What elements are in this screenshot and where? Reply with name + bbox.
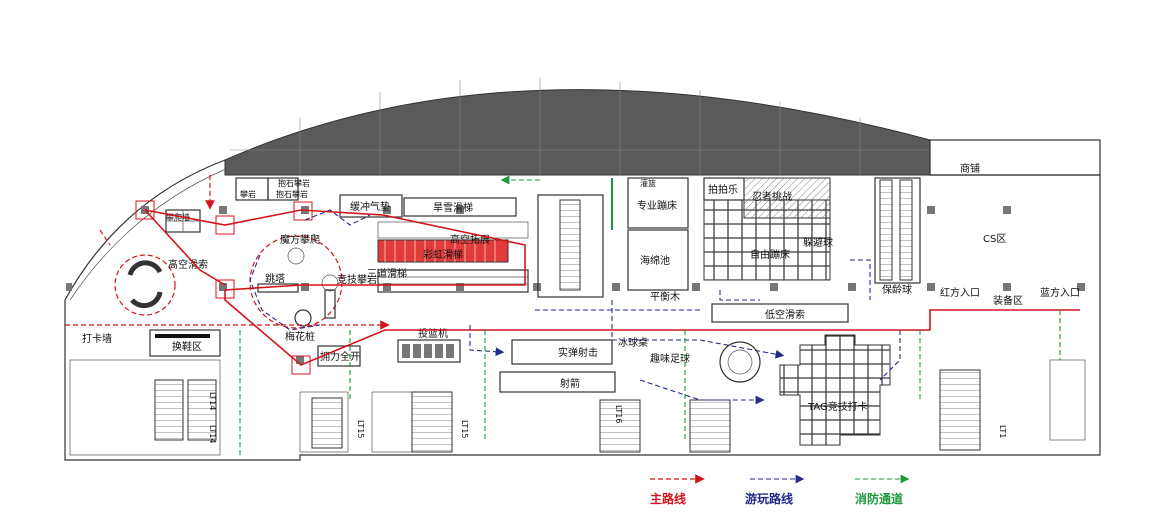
- tramp-strip-stairs: [559, 199, 581, 291]
- label-hall-mirror: 高空拓展: [450, 233, 490, 246]
- stair-3: [311, 397, 343, 449]
- stair-room-6: [1049, 359, 1086, 441]
- rainbow-slide-box: [377, 239, 509, 263]
- label-free-tramp: 自由蹦床: [750, 248, 790, 261]
- label-magic-door: 魔方攀爬: [280, 233, 320, 246]
- label-cushion: 缓冲气垫: [350, 200, 390, 213]
- label-jump-tower: 跳塔: [265, 272, 285, 285]
- label-ice-hockey: 冰球桌: [618, 336, 648, 349]
- escalator-left: [879, 179, 893, 281]
- label-climb-a: 抱石攀岩: [278, 178, 310, 188]
- pro-tramp-box: [627, 177, 689, 229]
- label-blue-entry: 蓝方入口: [1040, 286, 1080, 299]
- escalator-box: [874, 177, 921, 284]
- label-balance: 平衡木: [650, 291, 680, 303]
- label-power-lift: 拥力全开: [320, 350, 360, 363]
- sky-rope-arc-a: [127, 260, 163, 276]
- label-balance-ball: 保龄球: [882, 283, 912, 296]
- shop-box: [929, 139, 1101, 176]
- label-lift-1: LT14: [208, 392, 217, 410]
- climb-box-b: [267, 177, 299, 201]
- label-red-entry: 红方入口: [940, 286, 980, 299]
- sky-rope-arc-b: [130, 291, 163, 309]
- stair-left-b: [187, 379, 217, 441]
- label-sky-rope: 高空滑索: [168, 258, 208, 271]
- three-slide-box: [377, 269, 529, 293]
- roof-dome: [224, 89, 931, 176]
- stair-5a: [599, 399, 641, 453]
- building-outline: [64, 159, 1101, 461]
- label-pro-tramp: 专业蹦床: [637, 199, 677, 212]
- label-archery: 射箭: [560, 377, 580, 390]
- label-live-shoot: 实弹射击: [558, 346, 598, 359]
- label-cs: CS区: [983, 233, 1006, 245]
- label-lift-5: LT16: [614, 405, 623, 423]
- low-rope-box: [711, 303, 849, 323]
- foam-pit-box: [627, 229, 689, 291]
- archery-box: [499, 371, 616, 393]
- label-equip: 装备区: [993, 294, 1023, 307]
- roof-grid-lines: [230, 78, 930, 175]
- label-three-slide: 三道滑梯: [367, 267, 407, 280]
- label-shop: 商铺: [960, 162, 980, 175]
- label-low-rope: 低空滑索: [765, 308, 805, 321]
- live-shoot-box: [511, 339, 613, 365]
- speed-climb-box: [324, 289, 336, 319]
- legend-fire-label: 消防通道: [855, 491, 903, 506]
- label-ninja: 忍者挑战: [752, 190, 792, 203]
- label-foam-pit: 海绵池: [640, 254, 670, 267]
- snow-slide-box: [403, 197, 517, 217]
- label-plum-pile: 梅花桩: [285, 330, 315, 343]
- label-tag: TAG竞技打卡: [807, 400, 868, 413]
- ninja-box: [743, 177, 831, 219]
- label-shoe-area: 换鞋区: [172, 340, 202, 353]
- label-lift-6: LT1: [998, 425, 1007, 438]
- tag-circle: [719, 341, 761, 383]
- label-lift-2: LT14: [208, 425, 217, 443]
- label-climb-a-short: 攀岩: [240, 189, 256, 199]
- label-lift-3: LT15: [356, 420, 365, 438]
- jump-tower-circle: [249, 235, 343, 329]
- sky-rope-circle: [114, 254, 176, 316]
- stair-4: [411, 391, 453, 453]
- basket-machines: [402, 344, 454, 358]
- left-rooms: [69, 359, 221, 456]
- label-lift-4: LT15: [460, 420, 469, 438]
- legend: 主路线 游玩路线 消防通道: [650, 474, 910, 506]
- legend-main-label: 主路线: [650, 491, 686, 506]
- basket-box: [397, 339, 461, 363]
- label-fun-soccer: 趣味足球: [650, 352, 690, 365]
- slide-ladder: [377, 221, 529, 239]
- speed-climb-circle: [321, 274, 339, 292]
- stair-6: [939, 369, 981, 451]
- stair-room-4: [371, 391, 413, 453]
- label-punch-wall: 打卡墙: [82, 332, 112, 345]
- fire-exit-route: [239, 175, 1061, 455]
- stair-5b: [689, 399, 731, 453]
- stair-left-a: [154, 379, 184, 441]
- label-basket: 投篮机: [418, 327, 448, 340]
- cushion-box: [339, 194, 403, 218]
- tower-top: [287, 247, 305, 265]
- label-rainbow-slide: 彩虹滑梯: [423, 248, 463, 261]
- label-hop: 拍拍乐: [708, 183, 738, 196]
- plum-pile-icon: [294, 309, 312, 327]
- escalator-right: [899, 179, 913, 281]
- label-dunk: 灌篮: [640, 178, 656, 188]
- inner-outline: [69, 167, 229, 301]
- label-climb-b: 抱石攀岩: [276, 189, 308, 199]
- play-route: [249, 209, 901, 405]
- shoe-area-box: [149, 329, 221, 357]
- power-lift-box: [317, 345, 361, 367]
- stair-room-3: [299, 391, 349, 453]
- label-speed-climb: 竞技攀岩: [337, 273, 377, 286]
- label-snow-slide: 旱雪滑梯: [433, 201, 473, 214]
- main-route: [65, 175, 1080, 375]
- label-dodge: 躲避球: [803, 236, 833, 249]
- rainbow-slide-lanes: [384, 240, 496, 262]
- tag-grid-area: [779, 334, 891, 446]
- tramp-strip: [537, 194, 604, 298]
- legend-play-label: 游玩路线: [745, 491, 793, 506]
